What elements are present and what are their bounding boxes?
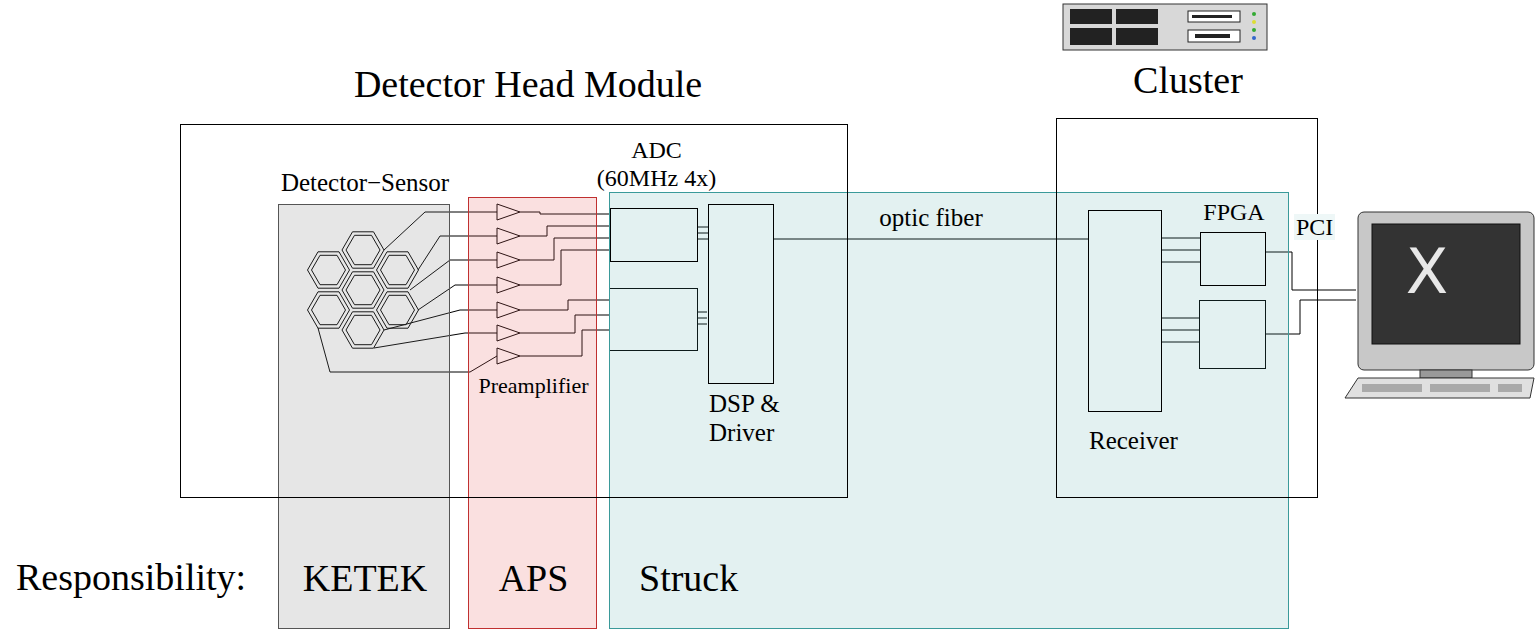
node-label: FPGA (1203, 199, 1264, 225)
node-label-wrap: Detector Head Module (194, 63, 862, 107)
node-label: Detector−Sensor (281, 169, 449, 196)
node-label: Struck (639, 557, 738, 599)
row-heading: Responsibility: (16, 556, 246, 598)
node-label-wrap: ADC (60MHz 4x) (594, 137, 719, 192)
adc-box: ADC (60MHz 4x) (610, 208, 698, 262)
screen-logo-wrap: X (1392, 236, 1462, 308)
node-label: DSP & Driver (709, 390, 780, 446)
server-icon (1063, 4, 1267, 50)
node-label-wrap: Struck (639, 557, 859, 601)
node-label-wrap: Detector−Sensor (251, 169, 479, 198)
responsibility-band: PreamplifierAPS (468, 197, 597, 629)
node-label: Cluster (1133, 59, 1243, 101)
node-subtitle: KETEK (303, 557, 428, 599)
receiver-box: Receiver (1088, 210, 1162, 412)
bus-label-wrap: PCI (1294, 214, 1344, 242)
node-label-wrap: FPGA (1189, 199, 1279, 227)
node-subtitle: APS (499, 557, 569, 599)
node-label-wrap: DSP & Driver (709, 390, 794, 448)
edge-label-wrap: optic fiber (831, 204, 1031, 233)
node-label: Preamplifier (479, 373, 589, 398)
node-label-wrap: Preamplifier (469, 373, 598, 398)
node-label: ADC (60MHz 4x) (597, 137, 716, 191)
row-heading-wrap: Responsibility: (16, 556, 272, 600)
cluster-box: ClusterReceiverFPGA (1056, 118, 1318, 498)
fpga-box: FPGA (1200, 232, 1266, 286)
dsp-box: DSP & Driver (708, 204, 774, 384)
screen-logo: X (1406, 235, 1448, 308)
bus-label: PCI (1294, 214, 1335, 240)
module-box: Detector Head ModuleADC (60MHz 4x)DSP & … (180, 124, 848, 498)
node-label-wrap: Receiver (1089, 427, 1199, 456)
node-label: Receiver (1089, 427, 1178, 454)
node-label: Detector Head Module (354, 63, 702, 105)
edge-label: optic fiber (879, 204, 982, 231)
responsibility-band: Detector−SensorKETEK (278, 204, 450, 629)
node-subtitle-wrap: APS (473, 557, 594, 601)
node-label-wrap: Cluster (1057, 59, 1319, 103)
node-subtitle-wrap: KETEK (279, 557, 451, 601)
computer-icon (1345, 212, 1534, 398)
